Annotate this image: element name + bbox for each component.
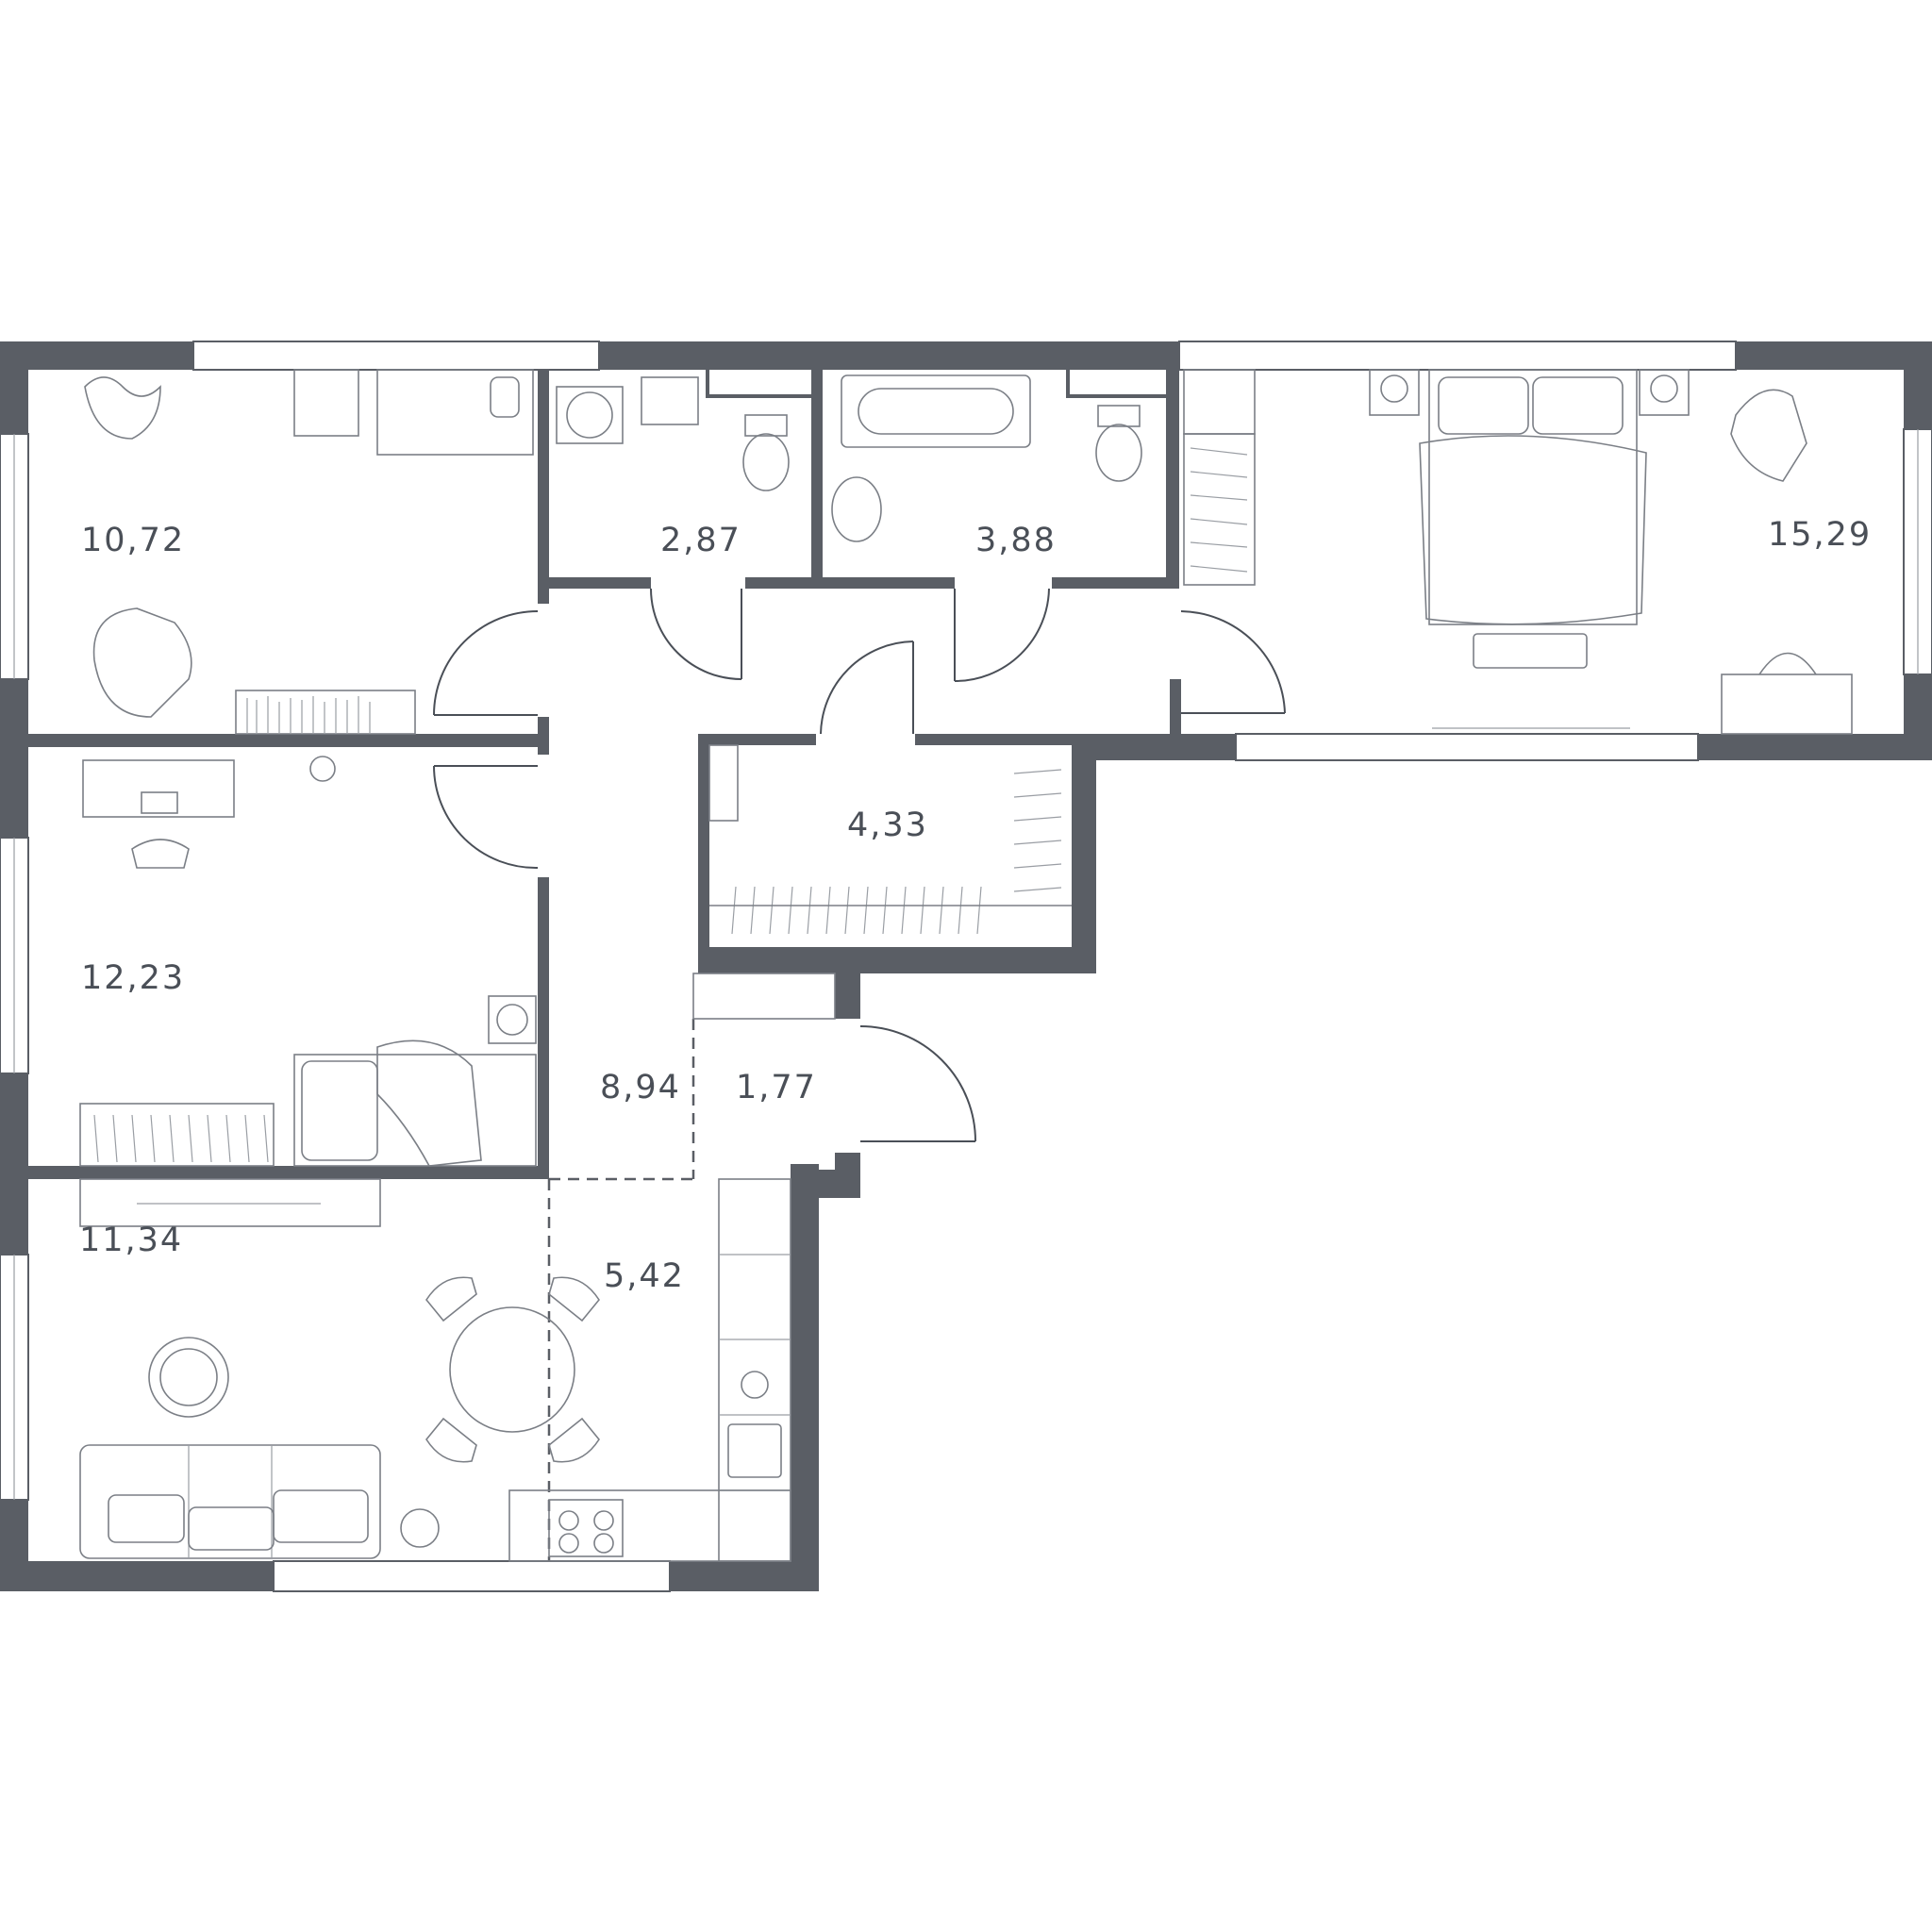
area-labels: 10,72 2,87 3,88 15,29 4,33 12,23 8,94 1,… bbox=[79, 516, 1872, 1295]
area-label-bedroom-left-top: 10,72 bbox=[81, 522, 185, 559]
furniture bbox=[79, 369, 1853, 1562]
area-label-bathroom-small: 2,87 bbox=[660, 522, 741, 559]
doors bbox=[433, 588, 1286, 1142]
area-label-bathroom-large: 3,88 bbox=[975, 522, 1057, 559]
area-label-bedroom-master: 15,29 bbox=[1768, 516, 1872, 554]
area-label-bedroom-left-middle: 12,23 bbox=[81, 959, 185, 997]
area-label-hallway: 8,94 bbox=[600, 1069, 681, 1106]
area-label-entrance: 1,77 bbox=[736, 1069, 817, 1106]
area-label-living-room: 11,34 bbox=[79, 1222, 183, 1259]
area-label-kitchen: 5,42 bbox=[604, 1257, 685, 1295]
walls bbox=[0, 341, 1932, 1591]
windows bbox=[0, 341, 1932, 1592]
area-label-wardrobe: 4,33 bbox=[847, 807, 928, 844]
